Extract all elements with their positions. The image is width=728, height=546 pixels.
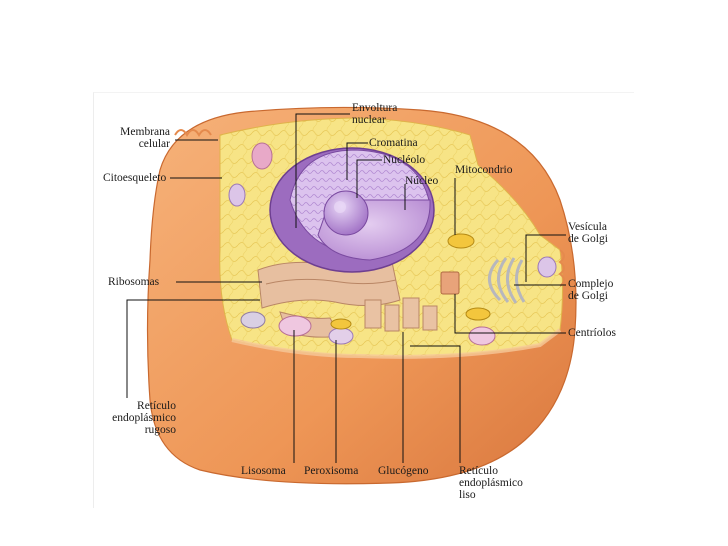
vesicle-bottom-left [240, 311, 266, 329]
leader-centriolos [454, 294, 566, 334]
leader-envoltura [295, 113, 350, 228]
leader-vesicula [525, 234, 566, 282]
vesicle-far-right [537, 256, 557, 278]
label-peroxisoma: Peroxisoma [304, 465, 359, 477]
nucleolus [323, 190, 369, 236]
nucleus [269, 147, 435, 273]
label-glucogeno: Glucógeno [378, 465, 429, 477]
vesicle-right [468, 326, 496, 346]
label-lisosoma: Lisosoma [241, 465, 286, 477]
vesicle-left [228, 183, 246, 207]
golgi-complex [488, 257, 526, 304]
label-cromatina: Cromatina [369, 137, 418, 149]
lysosome [278, 315, 312, 337]
centrioles [440, 271, 460, 295]
label-nucleolo: Nucléolo [383, 154, 426, 166]
label-nucleo: Núcleo [405, 175, 439, 187]
leader-reticulo-liso [410, 345, 461, 463]
leader-reticulo-rugoso [126, 299, 260, 398]
figure-frame [93, 92, 634, 508]
label-centriolos: Centríolos [568, 327, 616, 339]
leader-cromatina [346, 142, 368, 180]
label-citoesqueleto: Citoesqueleto [103, 172, 167, 184]
smooth-er [364, 297, 438, 332]
label-mitocondrio: Mitocondrio [455, 164, 513, 176]
label-ribosomas: Ribosomas [108, 276, 160, 288]
leader-nucleolo [356, 159, 382, 198]
mitochondria [330, 233, 491, 330]
vacuole-top [251, 142, 273, 170]
